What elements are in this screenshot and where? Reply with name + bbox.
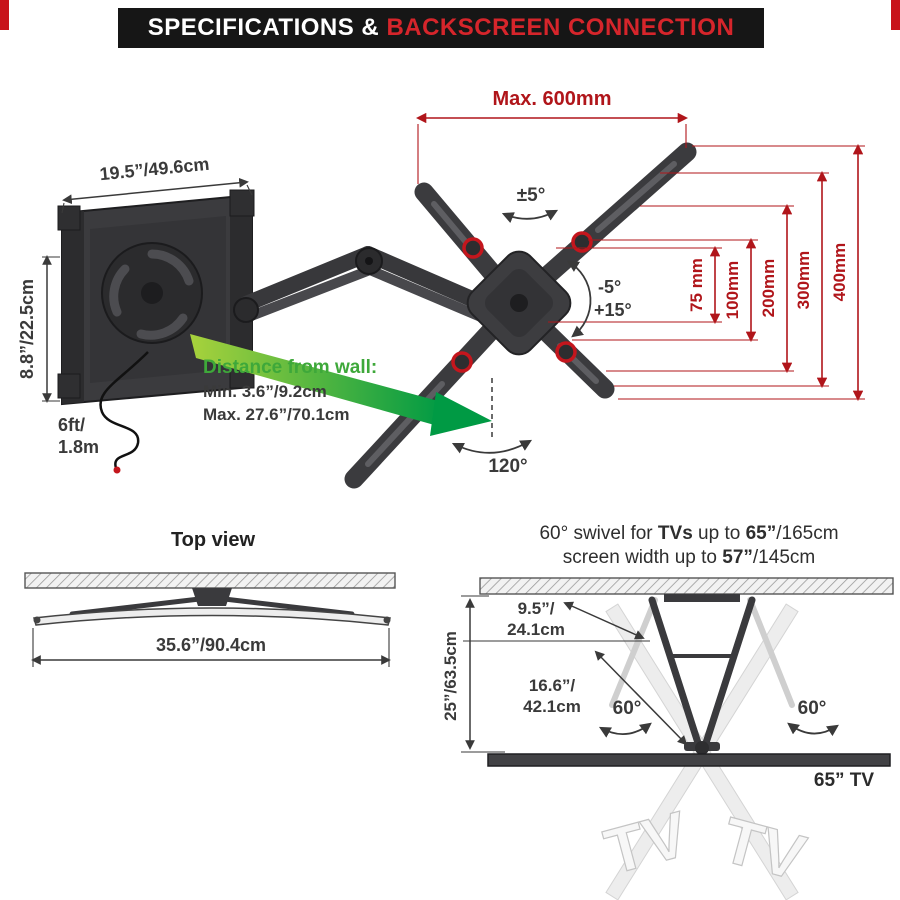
articulating-arm (233, 246, 501, 325)
heading-segment: up to (692, 523, 746, 544)
heading-segment: /165cm (776, 523, 839, 544)
heading-segment: screen width up to (562, 547, 723, 568)
top-view: Top view 35.6”/90.4cm (24, 529, 396, 667)
distance-from-wall-text: Distance from wall: Min. 3.6”/9.2cm Max.… (203, 357, 377, 424)
tv-watermark: TV (715, 803, 813, 894)
heading-segment: 60° swivel for (539, 523, 658, 544)
header-accent-right (891, 0, 900, 30)
top-view-width-label: 35.6”/90.4cm (156, 635, 266, 655)
angle-annotations: ±5° -5° +15° (501, 185, 632, 338)
distance-from-wall-arrow (190, 334, 492, 436)
vesa-spacer (462, 237, 484, 259)
heading-segment: 65” (745, 523, 777, 544)
cable-length-label-2: 1.8m (58, 437, 99, 457)
power-cable: 6ft/ 1.8m (58, 351, 149, 474)
tv-size-label: 65” TV (814, 770, 875, 791)
dimension-max-width: Max. 600mm (415, 88, 689, 184)
vesa-100-label: 100mm (723, 261, 742, 320)
max-width-label: Max. 600mm (493, 88, 612, 110)
dimension-vesa-stack: 75 mm 100mm 200mm 300mm 400mm (548, 143, 865, 402)
vesa-spacer (555, 341, 577, 363)
tilt-up-label: -5° (598, 277, 621, 297)
header-title-backscreen: BACKSCREEN CONNECTION (386, 14, 735, 41)
vesa-75-label: 75 mm (687, 258, 706, 312)
tilt-down-label: +15° (594, 300, 632, 320)
top-view-wall (24, 572, 396, 589)
swivel-120-label: 120° (488, 456, 527, 477)
swivel-left-label: 60° (613, 698, 642, 719)
level-adjust-label: ±5° (517, 185, 546, 206)
tv-watermark: TV (597, 797, 695, 888)
vesa-400-label: 400mm (830, 243, 849, 302)
header-accent-left (0, 0, 9, 30)
vesa-spacer (451, 351, 473, 373)
header-bar: SPECIFICATIONS & BACKSCREEN CONNECTION (118, 8, 764, 48)
upper-depth-label-2: 24.1cm (507, 620, 565, 639)
total-height-label: 25”/63.5cm (441, 631, 460, 721)
vesa-spacer (571, 231, 593, 253)
side-view-tv (487, 753, 891, 767)
distance-min-label: Min. 3.6”/9.2cm (203, 382, 327, 401)
side-view: TV TV 65” TV 25”/63.5cm 9.5”/ 24.1cm 1 (441, 577, 894, 900)
swivel-right-label: 60° (798, 698, 827, 719)
lower-depth-label-2: 42.1cm (523, 697, 581, 716)
side-view-wall (479, 577, 894, 595)
cable-length-label-1: 6ft/ (58, 415, 85, 435)
upper-depth-label-1: 9.5”/ (518, 599, 555, 618)
heading-segment: /145cm (752, 547, 816, 568)
heading-segment: 57” (722, 547, 753, 568)
distance-max-label: Max. 27.6”/70.1cm (203, 405, 349, 424)
heading-segment: TVs (657, 523, 693, 544)
vesa-300-label: 300mm (794, 251, 813, 310)
side-view-heading-line1: 60° swivel for TVs up to 65”/165cm (478, 522, 900, 546)
lower-depth-label-1: 16.6”/ (529, 676, 576, 695)
top-view-tv (33, 607, 391, 626)
plate-width-label: 19.5”/49.6cm (99, 154, 211, 184)
vesa-assembly (344, 142, 697, 489)
vesa-200-label: 200mm (759, 259, 778, 318)
distance-title: Distance from wall: (203, 357, 377, 378)
header-title-specifications: SPECIFICATIONS & (147, 14, 387, 41)
side-view-heading-line2: screen width up to 57”/145cm (478, 546, 900, 570)
side-view-heading: 60° swivel for TVs up to 65”/165cm scree… (478, 522, 900, 570)
swivel-120: 120° (451, 378, 533, 477)
top-view-title: Top view (171, 529, 256, 551)
plate-height-label: 8.8”/22.5cm (17, 279, 37, 379)
